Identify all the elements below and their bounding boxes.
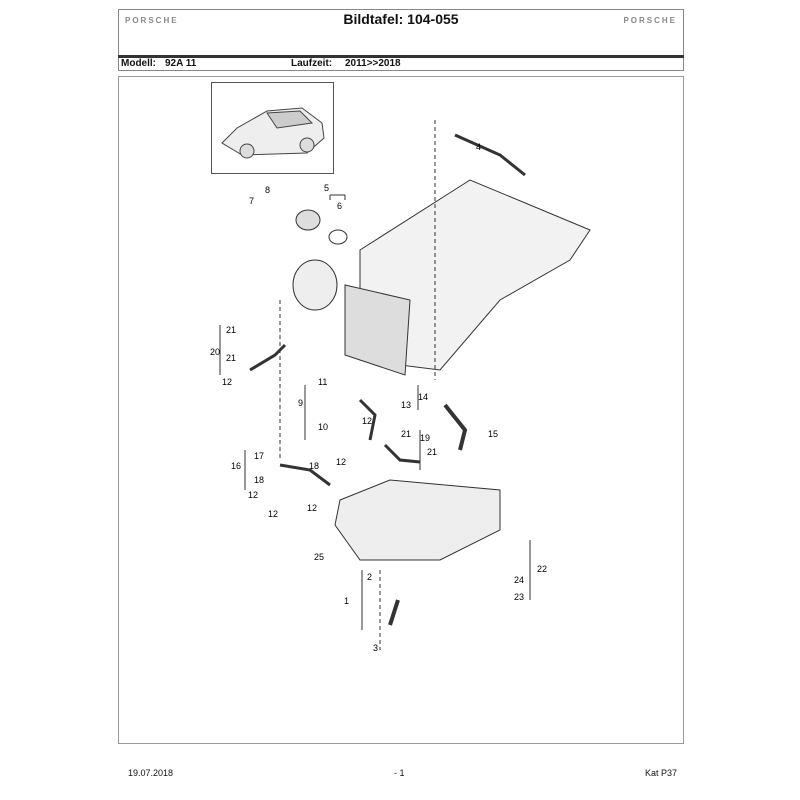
pulley	[295, 209, 321, 231]
o-ring	[328, 229, 348, 245]
vehicle-thumbnail	[211, 82, 334, 174]
callout-20: 20	[210, 347, 220, 357]
porsche-logo-right: PORSCHE	[623, 16, 677, 25]
callout-2: 2	[367, 572, 372, 582]
callout-14: 14	[418, 392, 428, 402]
oil-cooler	[344, 284, 411, 376]
callout-18: 18	[309, 461, 319, 471]
callout-22: 22	[537, 564, 547, 574]
callout-21: 21	[401, 429, 411, 439]
porsche-logo-left: PORSCHE	[125, 16, 179, 25]
page-header: PORSCHE Bildtafel: 104-055 PORSCHE	[118, 9, 684, 55]
pipe-16	[279, 463, 331, 487]
pipe-20	[249, 343, 287, 372]
callout-12: 12	[307, 503, 317, 513]
car-icon	[221, 107, 325, 159]
callout-5: 5	[324, 183, 329, 193]
callout-15: 15	[488, 429, 498, 439]
callout-3: 3	[373, 643, 378, 653]
sensor	[454, 133, 526, 177]
model-label: Modell:	[121, 58, 156, 69]
callout-12: 12	[362, 416, 372, 426]
model-value: 92A 11	[165, 58, 197, 69]
oil-pan	[334, 479, 501, 561]
pipe-13	[443, 403, 468, 451]
callout-19: 19	[420, 433, 430, 443]
model-row: Modell: 92A 11 Laufzeit: 2011>>2018	[118, 58, 684, 71]
period-value: 2011>>2018	[345, 58, 401, 69]
callout-7: 7	[249, 196, 254, 206]
page-title: Bildtafel: 104-055	[343, 11, 459, 27]
header-divider	[118, 55, 684, 58]
diagram-frame	[118, 76, 684, 744]
callout-21: 21	[427, 447, 437, 457]
callout-21: 21	[226, 353, 236, 363]
callout-21: 21	[226, 325, 236, 335]
footer-date: 19.07.2018	[128, 768, 174, 778]
oil-filter-housing	[292, 259, 338, 311]
callout-16: 16	[231, 461, 241, 471]
footer-page: - 1	[394, 768, 405, 778]
callout-4: 4	[476, 142, 481, 152]
callout-12: 12	[268, 509, 278, 519]
callout-18: 18	[254, 475, 264, 485]
footer-catalog: Kat P37	[645, 768, 678, 778]
callout-12: 12	[336, 457, 346, 467]
callout-25: 25	[314, 552, 324, 562]
period-label: Laufzeit:	[291, 58, 333, 69]
oil-pickup	[388, 599, 400, 626]
callout-13: 13	[401, 400, 411, 410]
callout-23: 23	[514, 592, 524, 602]
callout-17: 17	[254, 451, 264, 461]
assembly-lines	[279, 120, 436, 650]
pipe-9	[358, 398, 377, 441]
callout-1: 1	[344, 596, 349, 606]
callout-12: 12	[222, 377, 232, 387]
callout-8: 8	[265, 185, 270, 195]
callout-11: 11	[318, 377, 327, 387]
callout-9: 9	[298, 398, 303, 408]
callout-12: 12	[248, 490, 258, 500]
callout-brackets	[219, 194, 531, 630]
callout-6: 6	[337, 201, 342, 211]
callout-10: 10	[318, 422, 328, 432]
pipe-19	[383, 443, 421, 464]
callout-24: 24	[514, 575, 524, 585]
